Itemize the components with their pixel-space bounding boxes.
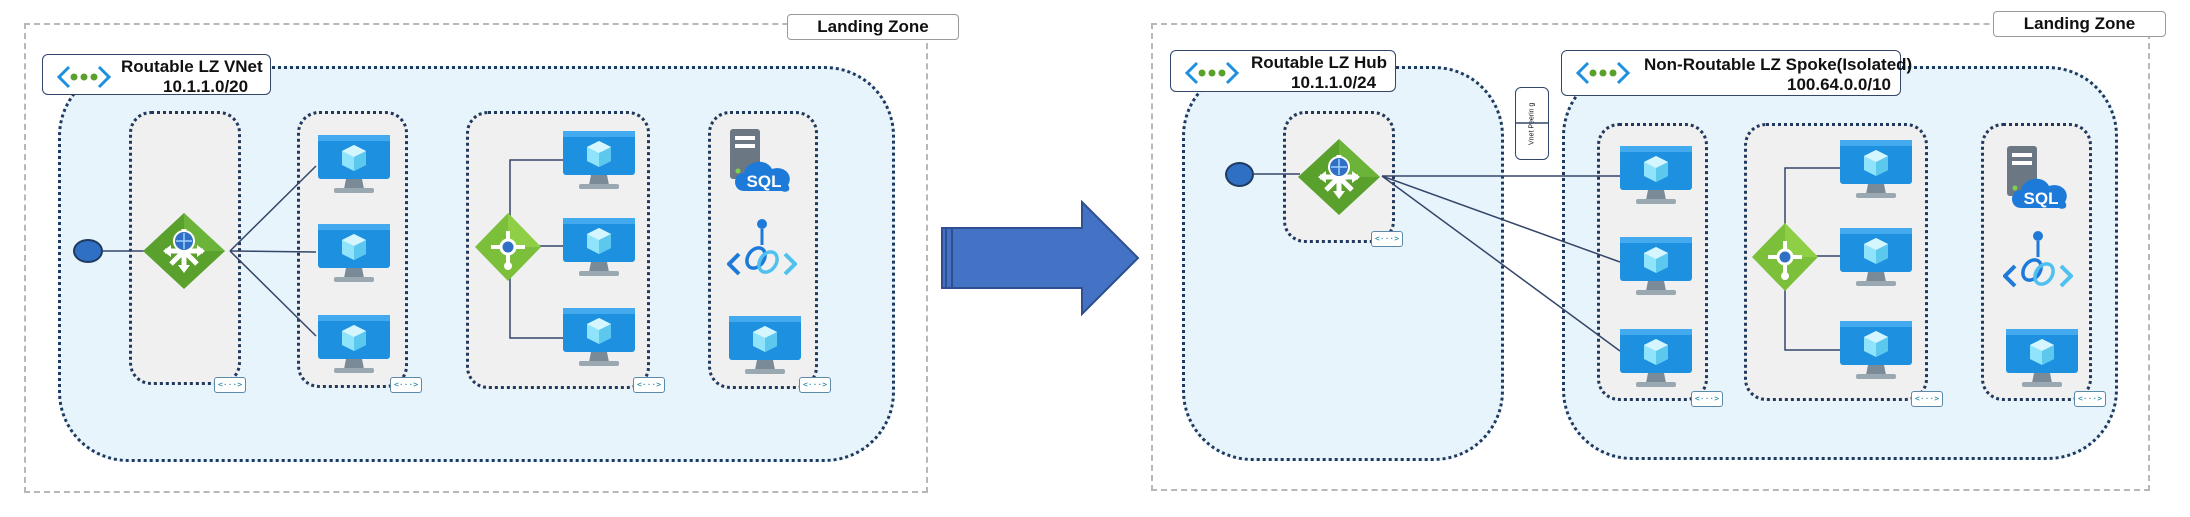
virtual-machine-icon	[1618, 144, 1694, 206]
subnet-tag: <···>	[633, 377, 665, 393]
landing-zone-right	[1151, 23, 2150, 491]
subnet-tag: <···>	[1691, 391, 1723, 407]
application-gateway-icon	[1750, 221, 1820, 293]
subnet-tag: <···>	[390, 377, 422, 393]
spoke-name: Non-Routable LZ Spoke(Isolated)	[1644, 55, 1913, 74]
private-link-icon	[2003, 230, 2073, 290]
virtual-machine-icon	[1618, 235, 1694, 297]
subnet-tag: <···>	[214, 377, 246, 393]
hub-vnet-label: Routable LZ Hub 10.1.1.0/24	[1170, 50, 1396, 92]
vnet-name: Routable LZ VNet	[121, 57, 263, 76]
routable-vnet-label: Routable LZ VNet 10.1.1.0/20	[42, 54, 271, 96]
landing-zone-right-label: Landing Zone	[1993, 11, 2166, 37]
landing-zone-left-label: Landing Zone	[787, 14, 959, 40]
subnet-tag: <···>	[2074, 391, 2106, 407]
virtual-machine-icon	[1618, 327, 1694, 389]
virtual-machine-icon	[1838, 319, 1914, 381]
hub-name: Routable LZ Hub	[1251, 53, 1387, 72]
subnet-tag: <···>	[1371, 231, 1403, 247]
hub-cidr: 10.1.1.0/24	[1291, 73, 1377, 92]
virtual-machine-icon	[1838, 226, 1914, 288]
vnet-cidr: 10.1.1.0/20	[163, 77, 249, 96]
spoke-vnet-label: Non-Routable LZ Spoke(Isolated) 100.64.0…	[1561, 50, 1912, 96]
subnet-tag: <···>	[799, 377, 831, 393]
subnet-tag: <···>	[1911, 391, 1943, 407]
virtual-machine-icon	[2004, 327, 2080, 389]
endpoint-node	[73, 239, 103, 263]
endpoint-node	[1225, 162, 1254, 187]
arrow-right-icon	[941, 200, 1140, 317]
virtual-machine-icon	[1838, 138, 1914, 200]
spoke-cidr: 100.64.0.0/10	[1787, 75, 1891, 94]
landing-zone-left	[24, 23, 928, 493]
sql-server-icon	[2003, 144, 2073, 214]
load-balancer-icon	[1296, 137, 1382, 217]
